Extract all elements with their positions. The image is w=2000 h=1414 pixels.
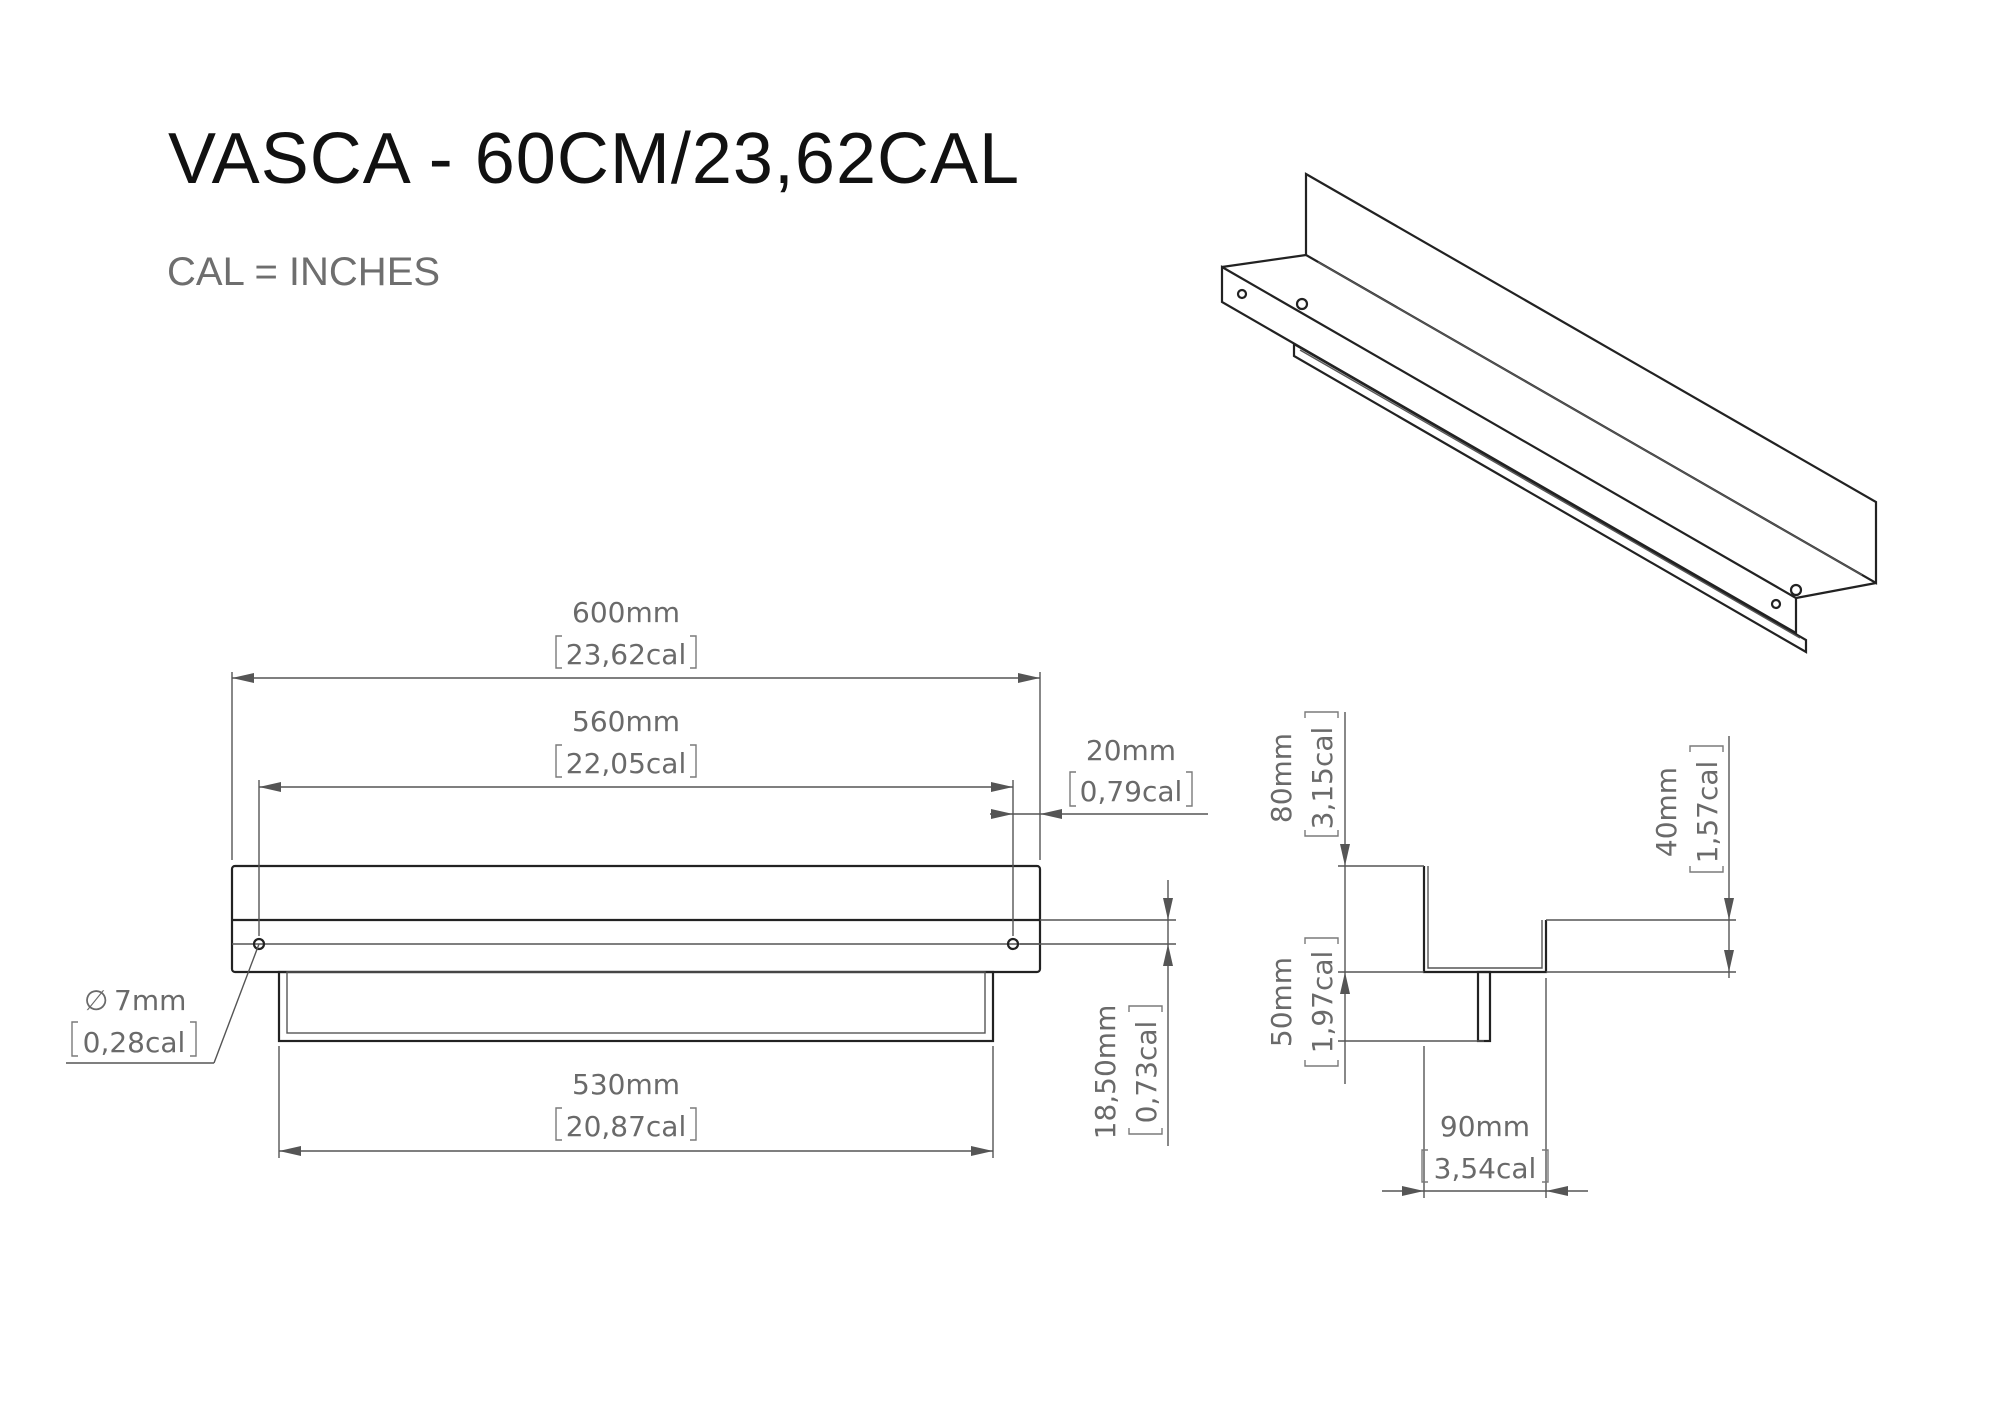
dim-18-50-mm: 18,50mm bbox=[1089, 1005, 1122, 1140]
dim-20-mm: 20mm bbox=[1086, 734, 1176, 767]
front-view bbox=[230, 864, 1042, 1043]
units-note: CAL = INCHES bbox=[167, 250, 441, 294]
dim-560-mm: 560mm bbox=[572, 705, 680, 738]
dim-hole-diameter: ∅ 7mm 0,28cal bbox=[66, 943, 260, 1064]
dim-50-mm: 50mm bbox=[1265, 957, 1298, 1047]
isometric-view bbox=[1220, 172, 1878, 654]
dim-530-mm: 530mm bbox=[572, 1068, 680, 1101]
dim-7-mm: 7mm bbox=[114, 984, 186, 1017]
dim-530-cal: 20,87cal bbox=[566, 1110, 687, 1143]
dim-40-cal: 1,57cal bbox=[1691, 761, 1724, 864]
dim-600-mm: 600mm bbox=[572, 596, 680, 629]
side-profile-view bbox=[1422, 866, 1548, 1043]
dim-80-cal: 3,15cal bbox=[1306, 727, 1339, 830]
drawing-title: VASCA - 60CM/23,62CAL bbox=[168, 119, 1021, 199]
dim-front-height: 40mm 1,57cal bbox=[1546, 736, 1736, 978]
dim-560-cal: 22,05cal bbox=[566, 747, 687, 780]
dim-back-height: 80mm 3,15cal bbox=[1265, 711, 1424, 1084]
dim-600-cal: 23,62cal bbox=[566, 638, 687, 671]
dim-overall-length: 600mm 23,62cal bbox=[231, 596, 1041, 860]
dim-80-mm: 80mm bbox=[1265, 733, 1298, 823]
dim-7-cal: 0,28cal bbox=[83, 1026, 186, 1059]
dim-40-mm: 40mm bbox=[1650, 767, 1683, 857]
dim-20-cal: 0,79cal bbox=[1080, 775, 1183, 808]
dim-bottom-length: 530mm 20,87cal bbox=[278, 1046, 994, 1158]
dim-hole-spacing: 560mm 22,05cal bbox=[258, 705, 1014, 936]
dim-edge-offset: 20mm 0,79cal bbox=[990, 734, 1208, 819]
dim-depth: 90mm 3,54cal bbox=[1382, 978, 1588, 1198]
dim-90-cal: 3,54cal bbox=[1434, 1152, 1537, 1185]
dim-diameter-symbol: ∅ bbox=[84, 984, 108, 1017]
dim-18-50-cal: 0,73cal bbox=[1130, 1021, 1163, 1124]
dim-50-cal: 1,97cal bbox=[1306, 951, 1339, 1054]
dim-hole-height: 18,50mm 0,73cal bbox=[1020, 880, 1176, 1146]
dim-lip-height: 50mm 1,97cal bbox=[1265, 937, 1484, 1067]
dim-90-mm: 90mm bbox=[1440, 1110, 1530, 1143]
